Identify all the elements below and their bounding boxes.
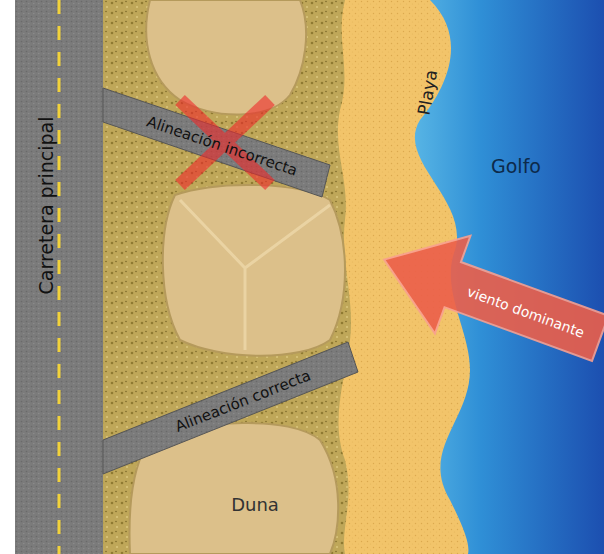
place-label: Duna [231, 496, 279, 514]
place-label: Golfo [491, 157, 541, 176]
wind-arrow [366, 211, 604, 387]
dune-ridge [180, 200, 330, 350]
road-label: Alineación correcta [173, 368, 313, 435]
road-centerline [58, 0, 61, 554]
main-road [15, 0, 103, 554]
road-label: Alineación incorrecta [145, 114, 299, 178]
road-label: Carretera principal [37, 116, 56, 294]
dune-zone [100, 0, 351, 554]
wind-label: viento dominante [466, 284, 587, 339]
access-road [103, 342, 358, 474]
dune [163, 185, 345, 356]
dune [146, 0, 306, 114]
access-road [103, 88, 330, 197]
place-label: Playa [416, 68, 441, 116]
